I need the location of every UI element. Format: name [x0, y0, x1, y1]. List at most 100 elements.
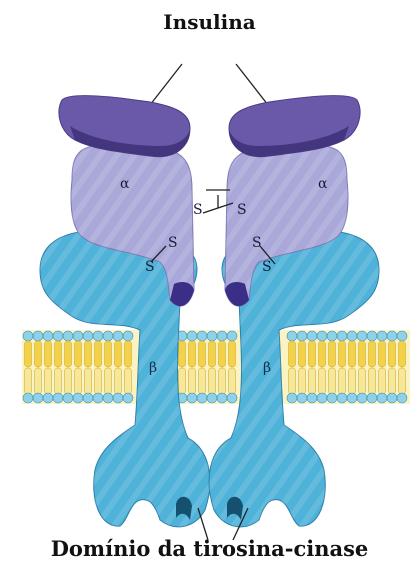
lipid-tail	[115, 341, 122, 367]
insulin-binding-right	[229, 96, 360, 157]
lipid-head	[297, 393, 307, 403]
insulin-pointer-right	[236, 64, 268, 105]
lipid-head	[287, 331, 297, 341]
lipid-head	[73, 331, 83, 341]
lipid-tail	[209, 368, 216, 394]
lipid-head	[337, 331, 347, 341]
lipid-tail	[55, 341, 62, 367]
lipid-head	[347, 331, 357, 341]
lipid-tail	[369, 368, 376, 394]
lipid-tail	[199, 368, 206, 394]
lipid-tail	[65, 341, 72, 367]
lipid-head	[83, 331, 93, 341]
lipid-head	[63, 331, 73, 341]
lipid-head	[287, 393, 297, 403]
lipid-tail	[115, 368, 122, 394]
lipid-head	[187, 331, 197, 341]
kinase-domain-caption: Domínio da tirosina-cinase	[0, 536, 419, 561]
lipid-tail	[229, 368, 236, 394]
lipid-tail	[219, 368, 226, 394]
lipid-head	[337, 393, 347, 403]
lipid-head	[217, 331, 227, 341]
lipid-head	[53, 331, 63, 341]
lipid-tail	[95, 368, 102, 394]
lipid-head	[73, 393, 83, 403]
lipid-tail	[105, 368, 112, 394]
lipid-tail	[289, 368, 296, 394]
lipid-head	[207, 331, 217, 341]
lipid-head	[197, 331, 207, 341]
lipid-tail	[95, 341, 102, 367]
lipid-tail	[35, 368, 42, 394]
lipid-tail	[179, 368, 186, 394]
cell-membrane	[22, 330, 410, 404]
insulin-pointer-left	[150, 64, 182, 105]
lipid-head	[377, 331, 387, 341]
lipid-head	[347, 393, 357, 403]
lipid-tail	[25, 368, 32, 394]
lipid-head	[123, 331, 133, 341]
lipid-tail	[105, 341, 112, 367]
lipid-tail	[329, 368, 336, 394]
lipid-tail	[349, 368, 356, 394]
lipid-head	[113, 393, 123, 403]
lipid-tail	[209, 341, 216, 367]
lipid-tail	[339, 368, 346, 394]
lipid-tail	[389, 341, 396, 367]
lipid-tail	[339, 341, 346, 367]
beta-label-right: β	[263, 360, 271, 376]
lipid-tail	[309, 341, 316, 367]
lipid-head	[43, 331, 53, 341]
lipid-head	[63, 393, 73, 403]
lipid-head	[103, 331, 113, 341]
lipid-tail	[189, 368, 196, 394]
lipid-tail	[75, 368, 82, 394]
beta-label-left: β	[149, 360, 157, 376]
lipid-tail	[299, 341, 306, 367]
lipid-tail	[65, 368, 72, 394]
lipid-tail	[359, 341, 366, 367]
lipid-head	[43, 393, 53, 403]
lipid-head	[23, 393, 33, 403]
sulfur-label-4: S	[145, 259, 155, 275]
insulin-binding-left	[59, 96, 190, 157]
lipid-head	[227, 331, 237, 341]
lipid-head	[307, 393, 317, 403]
lipid-tail	[319, 341, 326, 367]
lipid-head	[367, 393, 377, 403]
lipid-tail	[199, 341, 206, 367]
lipid-tail	[55, 368, 62, 394]
lipid-head	[103, 393, 113, 403]
alpha-label-right: α	[318, 176, 328, 192]
lipid-tail	[45, 341, 52, 367]
sulfur-label-1: S	[193, 202, 203, 218]
sulfur-label-5: S	[252, 235, 262, 251]
lipid-head	[197, 393, 207, 403]
lipid-tail	[45, 368, 52, 394]
lipid-tail	[299, 368, 306, 394]
lipid-head	[307, 331, 317, 341]
lipid-tail	[369, 341, 376, 367]
alpha-label-left: α	[120, 176, 130, 192]
lipid-head	[387, 331, 397, 341]
lipid-head	[357, 331, 367, 341]
lipid-tail	[219, 341, 226, 367]
lipid-head	[53, 393, 63, 403]
lipid-head	[123, 393, 133, 403]
lipid-head	[217, 393, 227, 403]
lipid-head	[387, 393, 397, 403]
lipid-tail	[179, 341, 186, 367]
sulfur-label-2: S	[237, 202, 247, 218]
lipid-tail	[359, 368, 366, 394]
lipid-tail	[75, 341, 82, 367]
lipid-head	[207, 393, 217, 403]
lipid-head	[367, 331, 377, 341]
lipid-head	[317, 331, 327, 341]
sulfur-label-6: S	[262, 259, 272, 275]
lipid-tail	[35, 341, 42, 367]
lipid-tail	[25, 341, 32, 367]
sulfur-label-3: S	[168, 235, 178, 251]
lipid-tail	[389, 368, 396, 394]
lipid-tail	[379, 368, 386, 394]
